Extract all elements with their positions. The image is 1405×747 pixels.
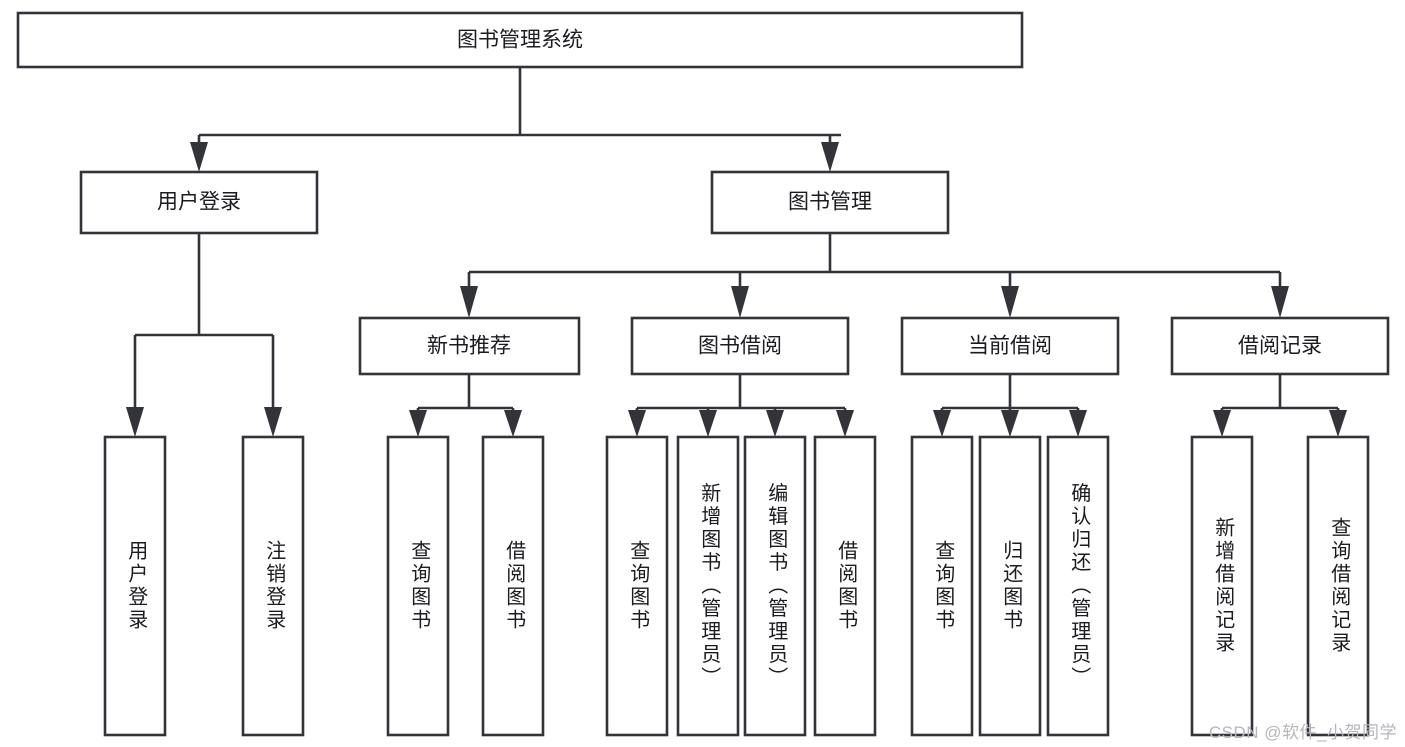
node-root-rect[interactable] — [16, 11, 1024, 69]
arrow-nbr-leaf-1 — [409, 410, 427, 437]
node-leaf-user-logout-label: 注销登录 — [263, 540, 286, 632]
arrow-bb-leaf-4 — [836, 410, 854, 437]
node-leaf-add-record-rect[interactable] — [1190, 435, 1254, 737]
node-leaf-confirm-return-rect[interactable] — [1046, 435, 1110, 737]
node-leaf-query-record-rect[interactable] — [1306, 435, 1370, 737]
arrow-bm-to-new-book-recommend — [460, 286, 478, 318]
node-leaf-borrow-book-1-rect[interactable] — [481, 435, 545, 737]
arrow-root-to-book-management — [821, 142, 839, 172]
node-leaf-borrow-book-1-label: 借阅图书 — [503, 540, 526, 632]
node-book-borrow[interactable]: 图书借阅 — [630, 316, 850, 376]
node-leaf-query-book-2-label: 查询图书 — [627, 540, 650, 632]
node-leaf-query-book-3[interactable]: 查询图书 — [910, 435, 974, 737]
node-leaf-add-record[interactable]: 新增借阅记录 — [1190, 435, 1254, 737]
connector-group-new-book-recommend — [409, 374, 522, 437]
node-leaf-borrow-book-2-label: 借阅图书 — [835, 540, 858, 632]
node-leaf-return-book-rect[interactable] — [978, 435, 1042, 737]
node-leaf-user-login-label: 用户登录 — [125, 540, 148, 632]
node-current-borrow-rect[interactable] — [900, 316, 1120, 376]
node-leaf-user-logout[interactable]: 注销登录 — [241, 435, 305, 737]
arrow-user-login-leaf-2 — [264, 407, 282, 437]
node-leaf-add-book[interactable]: 新增图书（管理员） — [676, 435, 740, 737]
node-current-borrow[interactable]: 当前借阅 — [900, 316, 1120, 376]
node-new-book-recommend[interactable]: 新书推荐 — [358, 316, 581, 376]
arrow-br-leaf-2 — [1329, 410, 1347, 437]
node-book-borrow-label: 图书借阅 — [698, 335, 782, 358]
node-leaf-query-book-1[interactable]: 查询图书 — [386, 435, 450, 737]
node-root-label: 图书管理系统 — [457, 29, 583, 52]
node-leaf-borrow-book-2-rect[interactable] — [813, 435, 877, 737]
node-user-login-rect[interactable] — [79, 170, 319, 235]
arrow-user-login-leaf-1 — [126, 407, 144, 437]
node-book-borrow-rect[interactable] — [630, 316, 850, 376]
arrow-cb-leaf-1 — [933, 410, 951, 437]
node-leaf-confirm-return-label: 确认归还（管理员） — [1068, 482, 1091, 689]
node-leaf-query-book-2[interactable]: 查询图书 — [605, 435, 669, 737]
node-leaf-edit-book-rect[interactable] — [743, 435, 807, 737]
csdn-watermark: CSDN @软件_小贺同学 — [1208, 723, 1397, 742]
node-leaf-query-book-3-label: 查询图书 — [932, 540, 955, 632]
arrow-bm-to-borrow-record — [1271, 286, 1289, 318]
arrow-root-to-user-login — [190, 142, 208, 172]
connector-group-book-management — [460, 233, 1289, 318]
node-leaf-user-login-rect[interactable] — [103, 435, 167, 737]
arrow-br-leaf-1 — [1213, 410, 1231, 437]
arrow-bb-leaf-3 — [766, 410, 784, 437]
arrow-cb-leaf-2 — [1001, 410, 1019, 437]
arrow-nbr-leaf-2 — [504, 410, 522, 437]
node-root[interactable]: 图书管理系统 — [16, 11, 1024, 69]
node-new-book-recommend-label: 新书推荐 — [427, 335, 511, 358]
node-leaf-query-record[interactable]: 查询借阅记录 — [1306, 435, 1370, 737]
arrow-cb-leaf-3 — [1069, 410, 1087, 437]
node-leaf-user-login[interactable]: 用户登录 — [103, 435, 167, 737]
node-new-book-recommend-rect[interactable] — [358, 316, 581, 376]
node-user-login[interactable]: 用户登录 — [79, 170, 319, 235]
node-leaf-query-book-3-rect[interactable] — [910, 435, 974, 737]
node-leaf-return-book-label: 归还图书 — [1000, 540, 1023, 632]
connector-group-borrow-record — [1213, 374, 1347, 437]
node-leaf-query-book-2-rect[interactable] — [605, 435, 669, 737]
arrow-bm-to-current-borrow — [1001, 286, 1019, 318]
node-leaf-borrow-book-1[interactable]: 借阅图书 — [481, 435, 545, 737]
node-leaf-query-book-1-label: 查询图书 — [408, 540, 431, 632]
node-book-management-rect[interactable] — [710, 170, 950, 235]
node-borrow-record-label: 借阅记录 — [1238, 335, 1322, 358]
node-book-management[interactable]: 图书管理 — [710, 170, 950, 235]
node-leaf-confirm-return[interactable]: 确认归还（管理员） — [1046, 435, 1110, 737]
node-leaf-return-book[interactable]: 归还图书 — [978, 435, 1042, 737]
node-leaf-query-record-label: 查询借阅记录 — [1328, 517, 1351, 655]
node-user-login-label: 用户登录 — [157, 191, 241, 214]
arrow-bb-leaf-1 — [628, 410, 646, 437]
connector-group-root — [190, 67, 841, 172]
node-leaf-add-book-label: 新增图书（管理员） — [698, 482, 721, 689]
arrow-bb-leaf-2 — [699, 410, 717, 437]
connector-group-book-borrow — [628, 374, 854, 437]
node-book-management-label: 图书管理 — [788, 191, 872, 214]
node-leaf-add-book-rect[interactable] — [676, 435, 740, 737]
node-leaf-add-record-label: 新增借阅记录 — [1212, 517, 1235, 655]
node-current-borrow-label: 当前借阅 — [968, 335, 1052, 358]
node-leaf-edit-book[interactable]: 编辑图书（管理员） — [743, 435, 807, 737]
connector-group-user-login — [126, 233, 282, 437]
node-leaf-query-book-1-rect[interactable] — [386, 435, 450, 737]
connector-group-current-borrow — [933, 374, 1087, 437]
node-leaf-user-logout-rect[interactable] — [241, 435, 305, 737]
arrow-bm-to-book-borrow — [731, 286, 749, 318]
node-borrow-record[interactable]: 借阅记录 — [1170, 316, 1390, 376]
node-leaf-edit-book-label: 编辑图书（管理员） — [765, 482, 788, 689]
node-borrow-record-rect[interactable] — [1170, 316, 1390, 376]
node-leaf-borrow-book-2[interactable]: 借阅图书 — [813, 435, 877, 737]
